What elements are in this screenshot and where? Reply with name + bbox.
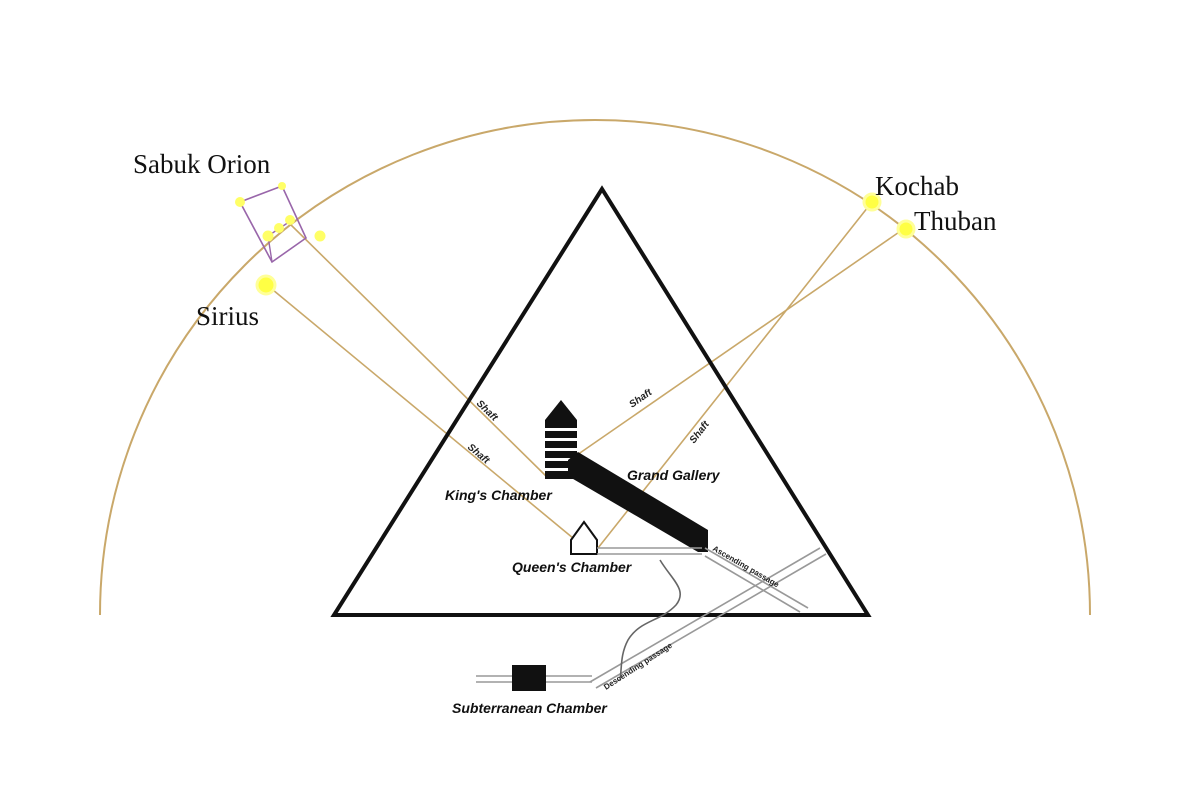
sky-arc	[99, 119, 1091, 616]
orion-constellation	[235, 182, 326, 264]
shaft-label-lower-north: Shaft	[688, 419, 712, 446]
shaft-label-lower-south: Shaft	[465, 442, 492, 467]
ascending-passage	[704, 547, 809, 613]
north-shafts	[576, 201, 906, 549]
orion-star	[285, 215, 295, 225]
subterranean-chamber-label: Subterranean Chamber	[452, 700, 608, 716]
orion-label: Sabuk Orion	[133, 149, 271, 179]
south-shafts	[266, 221, 586, 549]
pyramid-outline	[330, 185, 872, 617]
sirius-label: Sirius	[196, 301, 259, 331]
kochab-label: Kochab	[875, 171, 959, 201]
horizontal-passage	[597, 547, 702, 555]
orion-star	[278, 182, 286, 190]
thuban-label: Thuban	[914, 206, 997, 236]
orion-star	[235, 197, 245, 207]
shaft-label-upper-north: Shaft	[627, 387, 654, 411]
thuban-star	[896, 219, 916, 239]
descending-passage	[589, 547, 827, 689]
grand-gallery	[568, 452, 708, 552]
descending-passage-label: Descending passage	[602, 640, 674, 691]
well-shaft	[619, 559, 682, 681]
queens-chamber-label: Queen's Chamber	[512, 559, 633, 575]
orion-star	[274, 223, 284, 233]
kings-chamber-label: King's Chamber	[445, 487, 553, 503]
grand-gallery-label: Grand Gallery	[627, 467, 721, 483]
orion-star	[314, 230, 326, 242]
kochab-star	[862, 192, 882, 212]
kings-chamber	[545, 400, 577, 479]
shaft-label-upper-south: Shaft	[474, 398, 500, 424]
sirius-star	[255, 274, 277, 296]
subterranean-chamber	[512, 665, 546, 691]
ascending-passage-label: Ascending passage	[711, 544, 781, 590]
queens-chamber	[570, 520, 598, 555]
orion-star	[262, 230, 274, 242]
